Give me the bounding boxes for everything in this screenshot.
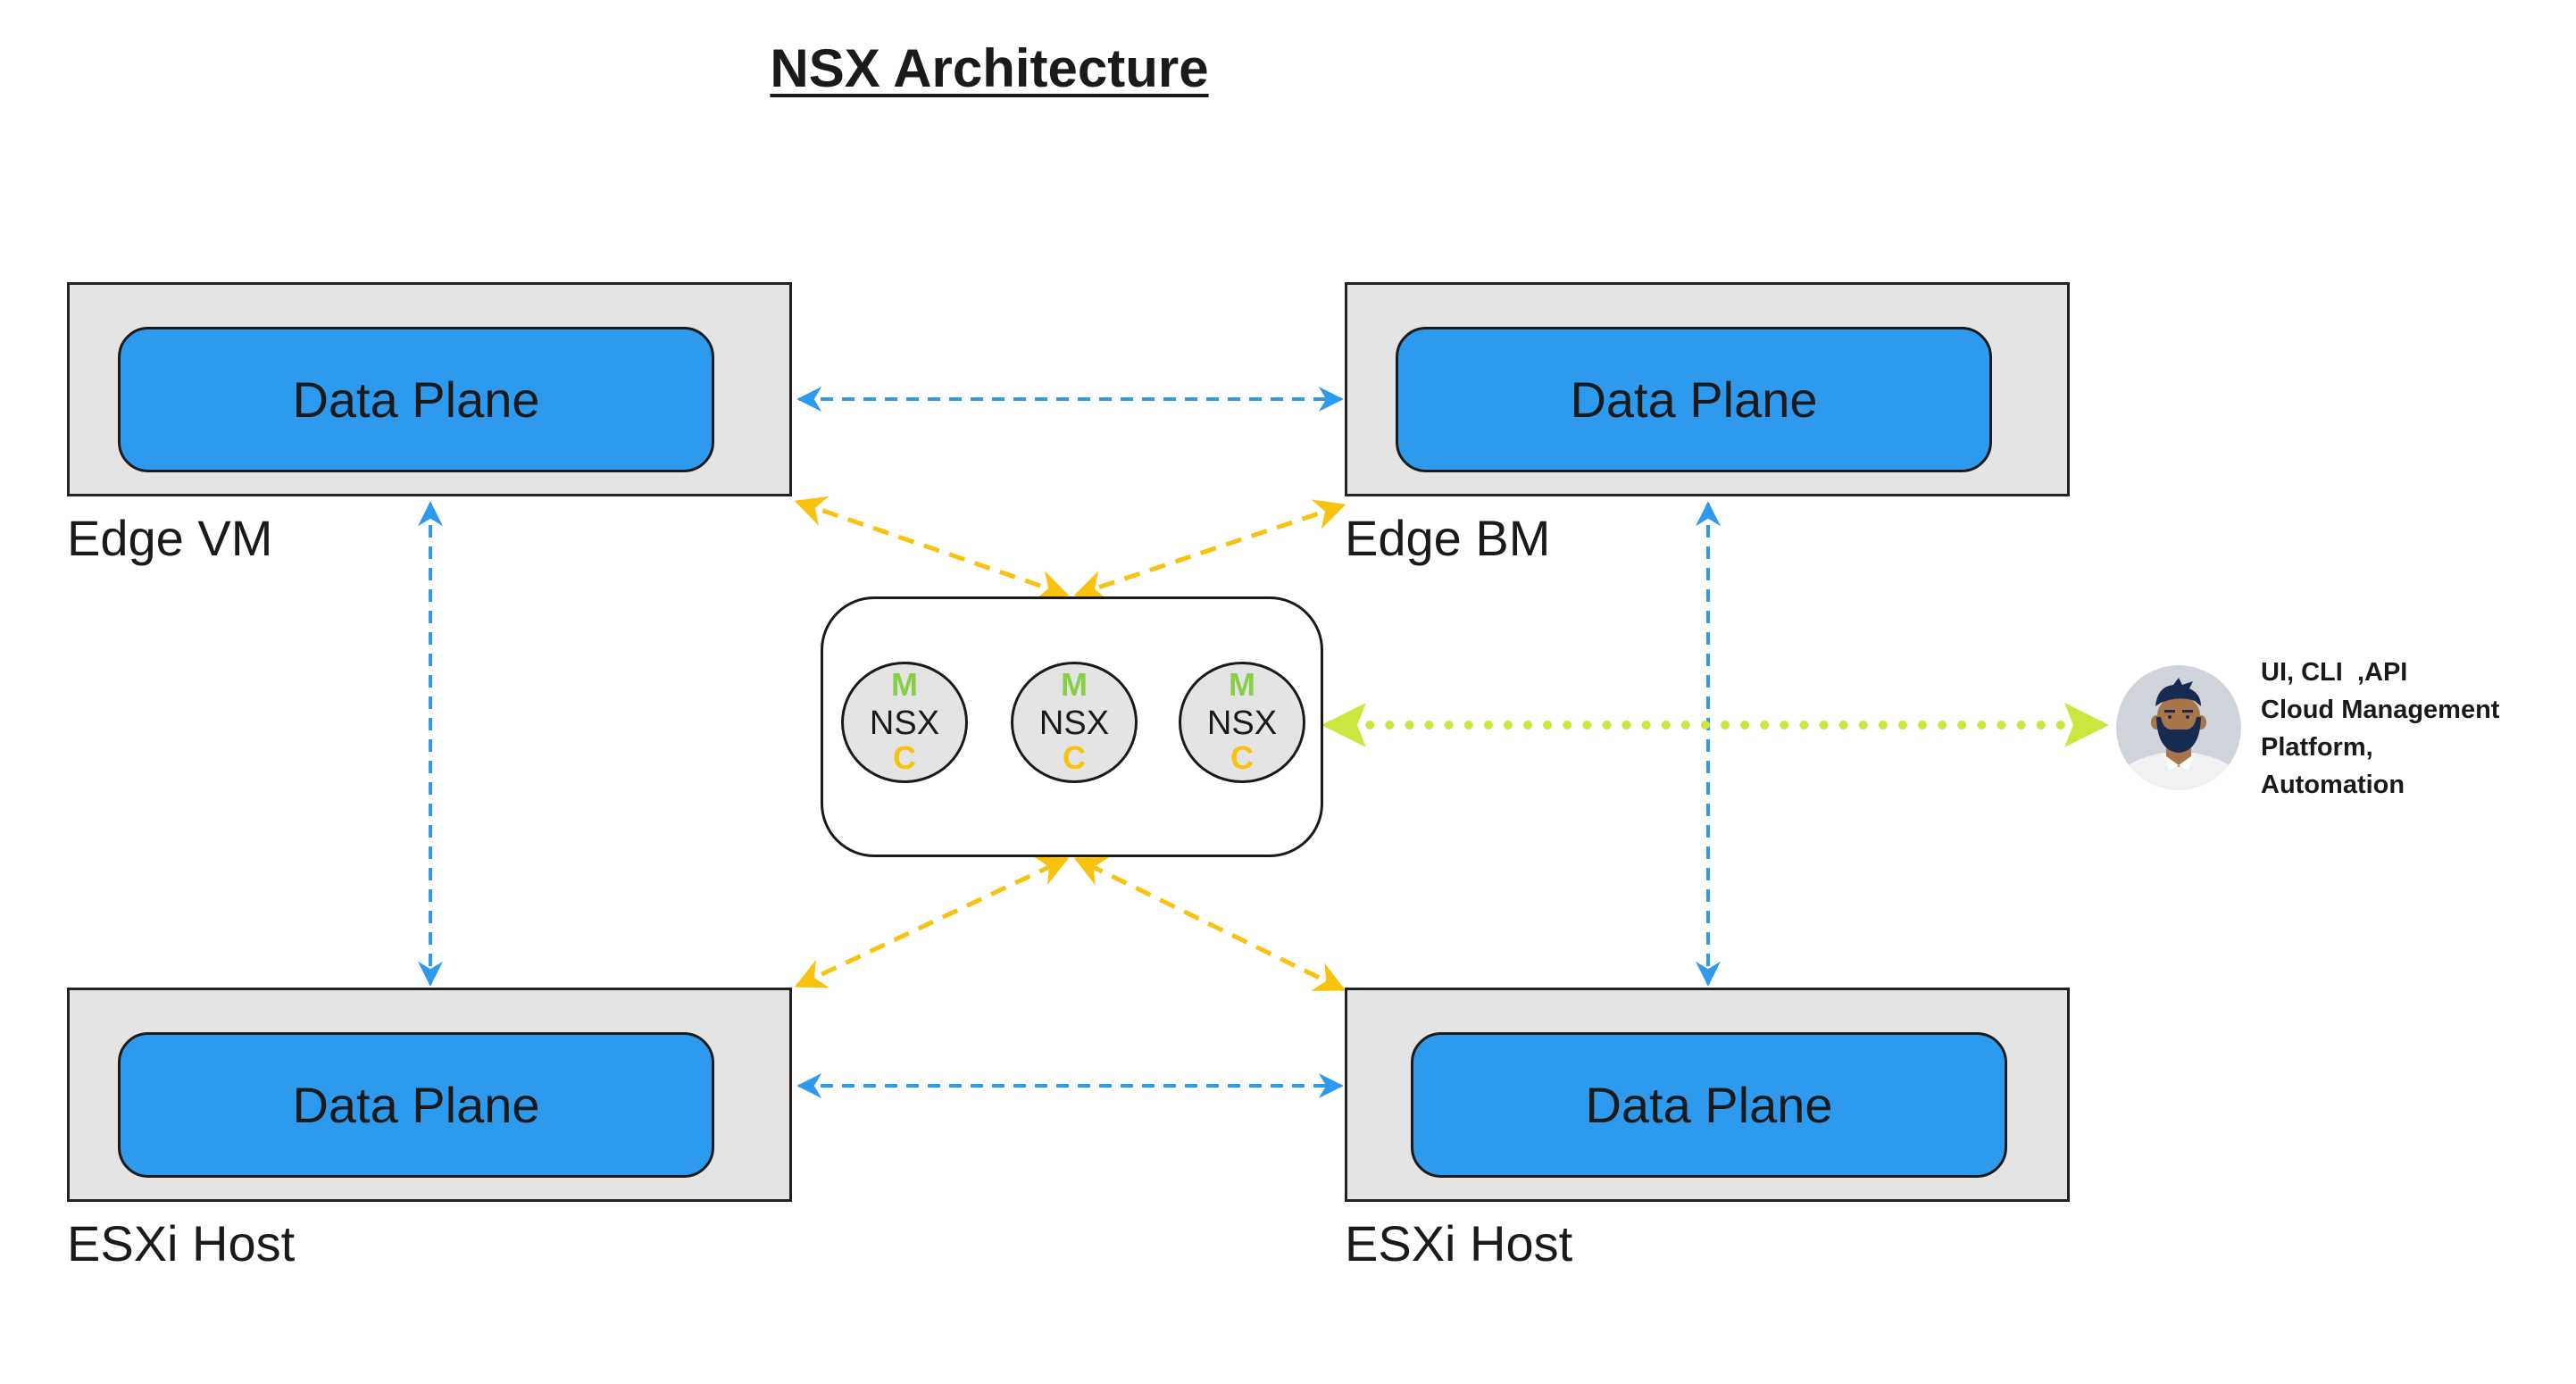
manager-label: M: [891, 666, 918, 703]
edge-vm-data-plane: Data Plane: [118, 327, 714, 472]
actor-line: Automation: [2261, 771, 2405, 799]
actor-description: UI, CLI ,API Cloud Management Platform, …: [2261, 654, 2499, 804]
edge-bm-data-plane: Data Plane: [1396, 327, 1992, 472]
controller-label: C: [1230, 739, 1254, 776]
edge-vm-label: Edge VM: [67, 510, 273, 566]
esxi-left-label: ESXi Host: [67, 1215, 296, 1271]
esxi-right-label: ESXi Host: [1345, 1215, 1573, 1271]
node-name: NSX: [869, 705, 940, 742]
control-link-edgebm: [1073, 499, 1346, 601]
control-link-esxi-left: [794, 856, 1070, 988]
controller-label: C: [893, 739, 916, 776]
actor-line: Cloud Management: [2261, 696, 2500, 724]
user-avatar-icon: [2116, 665, 2241, 790]
manager-label: M: [1229, 666, 1255, 703]
nsx-node: M NSX C: [1179, 662, 1305, 783]
control-link-edgevm: [794, 496, 1070, 601]
actor-line: Platform,: [2261, 733, 2373, 762]
control-link-esxi-right: [1073, 856, 1346, 992]
nsx-node: M NSX C: [841, 662, 968, 783]
nsx-node: M NSX C: [1011, 662, 1138, 783]
manager-label: M: [1061, 666, 1088, 703]
edge-bm-label: Edge BM: [1345, 510, 1551, 566]
nsx-cluster: M NSX C M NSX C M NSX C: [821, 596, 1323, 857]
esxi-left-data-plane: Data Plane: [118, 1032, 714, 1178]
node-name: NSX: [1038, 705, 1110, 742]
actor-line: UI, CLI ,API: [2261, 658, 2408, 687]
diagram-title: NSX Architecture: [770, 38, 1209, 98]
node-name: NSX: [1206, 705, 1278, 742]
controller-label: C: [1063, 739, 1086, 776]
esxi-right-data-plane: Data Plane: [1411, 1032, 2007, 1178]
